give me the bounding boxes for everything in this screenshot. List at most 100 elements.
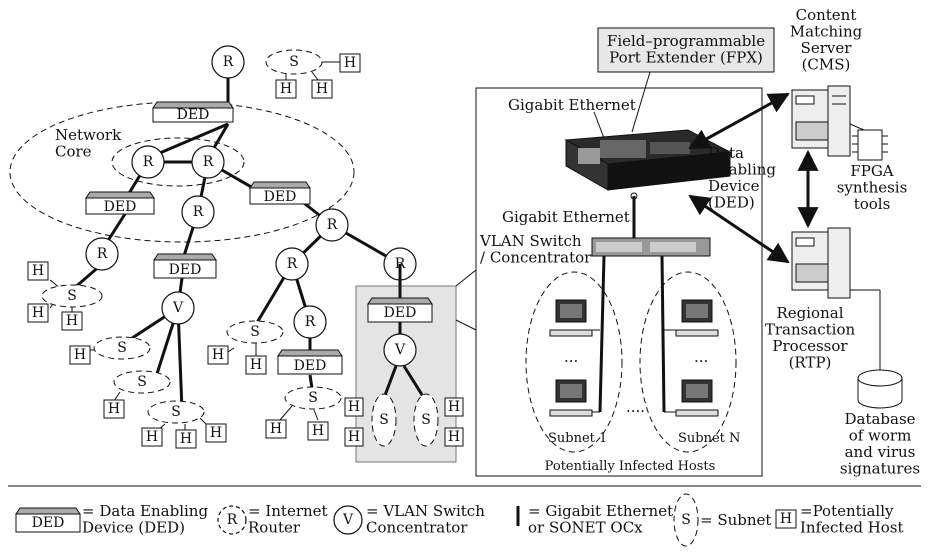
- svg-text:H: H: [210, 425, 222, 441]
- svg-text:H: H: [180, 431, 192, 447]
- svg-text:R: R: [287, 256, 298, 272]
- subnet-zoom-a: S: [371, 393, 397, 447]
- svg-text:H: H: [270, 421, 282, 437]
- svg-text:DED: DED: [32, 515, 65, 531]
- host: H: [141, 427, 163, 447]
- cms-server: [791, 85, 851, 157]
- router-right-c: R: [293, 305, 327, 339]
- svg-text:H: H: [780, 511, 792, 527]
- svg-text:R: R: [193, 204, 204, 220]
- svg-text:DED: DED: [104, 199, 137, 215]
- router-left: R: [85, 237, 119, 271]
- svg-text:S: S: [250, 324, 260, 340]
- host: H: [444, 427, 464, 447]
- ded-left: DED: [85, 191, 155, 215]
- ded-top: DED: [152, 101, 234, 123]
- computer-icon: [664, 379, 719, 417]
- ded-cms-arrow: [688, 92, 790, 150]
- computer-icon: [549, 379, 600, 417]
- subnet-mid-2: S: [284, 386, 342, 410]
- svg-text:S: S: [137, 374, 147, 390]
- gigabit-ethernet-mid-label: Gigabit Ethernet: [502, 208, 630, 226]
- ded-mid: DED: [153, 253, 217, 279]
- svg-text:H: H: [316, 81, 328, 97]
- router-right-upper: R: [315, 208, 349, 242]
- host: H: [344, 397, 364, 417]
- subnet-1-label: Subnet 1: [548, 431, 607, 446]
- svg-text:H: H: [250, 357, 262, 373]
- svg-text:H: H: [348, 429, 360, 445]
- host: H: [61, 311, 83, 331]
- svg-text:R: R: [143, 154, 154, 170]
- router-core-left: R: [131, 145, 165, 179]
- host: H: [275, 79, 297, 99]
- subnets-dots: ....: [626, 398, 645, 416]
- svg-text:H: H: [344, 55, 356, 71]
- svg-text:H: H: [32, 263, 44, 279]
- ded-zoom: DED: [367, 297, 433, 323]
- host: H: [27, 261, 49, 281]
- svg-text:DED: DED: [264, 189, 297, 205]
- computer-icon: [549, 299, 600, 337]
- ded-nodes: DED DED DED DED DED: [85, 101, 343, 375]
- ded-right-lower: DED: [277, 349, 343, 375]
- host: H: [103, 399, 125, 419]
- svg-text:S: S: [171, 404, 181, 420]
- subnet-top: S: [265, 49, 323, 75]
- svg-text:H: H: [146, 429, 158, 445]
- svg-text:R: R: [223, 54, 234, 70]
- host: H: [207, 345, 229, 365]
- switch-left: V: [161, 291, 195, 325]
- svg-text:H: H: [448, 399, 460, 415]
- gig-eth-top-pointer: [593, 111, 605, 139]
- subnet-left-3: S: [113, 370, 171, 394]
- svg-text:DED: DED: [294, 358, 327, 374]
- router-top: R: [211, 45, 245, 79]
- svg-text:S: S: [308, 390, 318, 406]
- computer-icon: [664, 299, 719, 337]
- svg-text:H: H: [448, 429, 460, 445]
- subnet-left-1: S: [41, 284, 103, 308]
- svg-text:= Subnet: = Subnet: [700, 511, 771, 529]
- svg-text:S: S: [67, 288, 77, 304]
- infected-hosts-label: Potentially Infected Hosts: [545, 459, 716, 474]
- subnet-n-boundary: [639, 271, 737, 453]
- legend-subnet: S = Subnet: [673, 493, 771, 547]
- svg-text:H: H: [74, 347, 86, 363]
- host: H: [175, 429, 197, 449]
- svg-text:H: H: [108, 401, 120, 417]
- svg-text:V: V: [394, 342, 406, 358]
- host: H: [311, 79, 333, 99]
- svg-text:R: R: [327, 217, 338, 233]
- zoom-connector-top: [455, 269, 477, 287]
- subnet-mid-1: S: [226, 320, 284, 344]
- subnet-left-4: S: [147, 400, 205, 424]
- host: H: [344, 427, 364, 447]
- svg-text:S: S: [117, 340, 127, 356]
- host: H: [27, 303, 49, 323]
- subnet-n-ellipsis: ...: [694, 348, 708, 366]
- database-icon: [857, 369, 903, 409]
- subnet-left-2: S: [93, 336, 151, 360]
- svg-text:R: R: [97, 246, 108, 262]
- router-mid: R: [181, 195, 215, 229]
- host: H: [307, 421, 329, 441]
- subnet-n-label: Subnet N: [678, 431, 740, 446]
- svg-text:R: R: [203, 154, 214, 170]
- svg-text:S: S: [681, 512, 691, 528]
- svg-text:H: H: [280, 81, 292, 97]
